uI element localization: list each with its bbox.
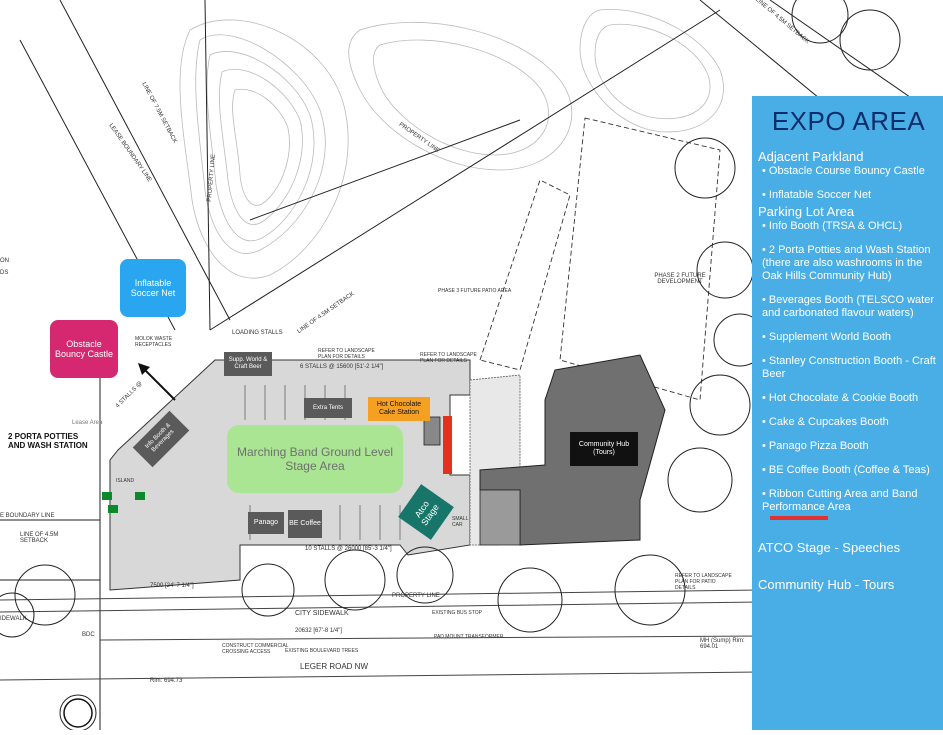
sidewalk-left-label: IDEWALK bbox=[0, 616, 27, 622]
hatched-box bbox=[423, 416, 441, 446]
extra-tents-callout: Extra Tents bbox=[304, 398, 352, 418]
legend-item: • Ribbon Cutting Area and Band Performan… bbox=[762, 488, 918, 513]
lease-area-label: Lease Area bbox=[72, 420, 103, 426]
supplement-world-callout: Supp. World & Craft Beer bbox=[224, 352, 272, 376]
legend-item: • Supplement World Booth bbox=[762, 331, 891, 343]
dim-7500: 7500 [24'-7 1/4"] bbox=[150, 583, 194, 589]
callout-text: Hot Chocolate Cake Station bbox=[376, 401, 422, 416]
city-sidewalk-label: CITY SIDEWALK bbox=[295, 610, 349, 617]
hub-annex bbox=[479, 489, 521, 546]
community-hub-callout: Community Hub (Tours) bbox=[570, 432, 638, 466]
mh-label: MH (Sump) Rim: 694.01 bbox=[700, 638, 745, 650]
landscape-note-2: REFER TO LANDSCAPE PLAN FOR DETAILS bbox=[420, 352, 477, 364]
obstacle-castle-callout: Obstacle Bouncy Castle bbox=[50, 320, 118, 378]
porta-potties-label: 2 PORTA POTTIES AND WASH STATION bbox=[8, 432, 88, 450]
section-heading: Parking Lot Area bbox=[758, 204, 855, 219]
bdc-label: BDC bbox=[82, 632, 95, 638]
callout-text: Inflatable Soccer Net bbox=[130, 278, 176, 298]
legend-item: • Beverages Booth (TELSCO water and carb… bbox=[762, 294, 934, 319]
transformer-label: PAD MOUNT TRANSFORMER bbox=[434, 634, 504, 640]
small-car-label: SMALL CAR bbox=[452, 516, 469, 528]
callout-text: Supp. World & Craft Beer bbox=[228, 357, 268, 370]
map-edge-text-on: ON bbox=[0, 258, 9, 264]
legend-title: EXPO AREA bbox=[771, 106, 926, 136]
callout-text: Panago bbox=[253, 519, 279, 526]
property-line-bottom-label: PROPERTY LINE bbox=[392, 593, 440, 599]
construct-access-label: CONSTRUCT COMMERCIAL CROSSING ACCESS bbox=[222, 643, 289, 655]
hill-contours bbox=[179, 8, 724, 279]
green-marker bbox=[135, 492, 145, 500]
atco-stage-note: ATCO Stage - Speeches bbox=[758, 540, 901, 555]
community-hub-note: Community Hub - Tours bbox=[758, 577, 895, 592]
north-arrow bbox=[63, 698, 93, 728]
legend-item: • Stanley Construction Booth - Craft Bee… bbox=[762, 355, 936, 380]
stalls-top-label: 6 STALLS @ 15600 [51'-2 1/4"] bbox=[300, 364, 384, 370]
section-heading: Adjacent Parkland bbox=[758, 149, 864, 164]
callout-text: Extra Tents bbox=[313, 405, 343, 411]
boulevard-trees-label: EXISTING BOULEVARD TREES bbox=[285, 648, 359, 654]
island-label: ISLAND bbox=[116, 478, 135, 484]
callout-text: Obstacle Bouncy Castle bbox=[54, 339, 114, 359]
be-coffee-callout: BE Coffee bbox=[288, 510, 322, 538]
dim-20632: 20632 [67'-8 1/4"] bbox=[295, 628, 342, 634]
callout-text: Community Hub (Tours) bbox=[578, 441, 630, 456]
green-marker bbox=[108, 505, 118, 513]
hot-chocolate-callout: Hot Chocolate Cake Station bbox=[368, 397, 430, 421]
landscape-note-3: REFER TO LANDSCAPE PLAN FOR PATIO DETAIL… bbox=[675, 573, 732, 591]
loading-stalls-label: LOADING STALLS bbox=[232, 330, 283, 336]
legend-item: • 2 Porta Potties and Wash Station (ther… bbox=[762, 244, 931, 282]
molok-label: MOLOK WASTE RECEPTACLES bbox=[135, 336, 173, 348]
ribbon-legend-swatch bbox=[770, 516, 828, 520]
setback-45-left-label: LINE OF 4.5M SETBACK bbox=[20, 532, 59, 544]
lease-boundary-left-label: E BOUNDARY LINE bbox=[0, 513, 55, 519]
map-edge-text-ds: DS bbox=[0, 270, 9, 276]
inflatable-soccer-net-callout: Inflatable Soccer Net bbox=[120, 259, 186, 317]
bus-stop-label: EXISTING BUS STOP bbox=[432, 610, 482, 616]
leger-road-label: LEGER ROAD NW bbox=[300, 662, 369, 671]
callout-text: Marching Band Ground Level Stage Area bbox=[236, 445, 394, 473]
legend-item: • BE Coffee Booth (Coffee & Teas) bbox=[762, 464, 930, 476]
roads bbox=[0, 589, 761, 681]
legend-item: • Obstacle Course Bouncy Castle bbox=[762, 165, 925, 177]
stalls-bottom-label: 10 STALLS @ 26000 [85'-3 1/4"] bbox=[305, 546, 392, 552]
legend-item: • Inflatable Soccer Net bbox=[762, 189, 872, 201]
band-stage-area: Marching Band Ground Level Stage Area bbox=[227, 425, 403, 493]
callout-text: BE Coffee bbox=[289, 520, 321, 527]
panago-callout: Panago bbox=[248, 512, 284, 534]
phase3-label: PHASE 3 FUTURE PATIO AREA bbox=[438, 288, 512, 294]
direction-arrow bbox=[142, 367, 176, 401]
phase2-label: PHASE 2 FUTURE DEVELOPMENT bbox=[654, 273, 706, 285]
landscape-note-1: REFER TO LANDSCAPE PLAN FOR DETAILS bbox=[318, 348, 375, 360]
future-development-outline bbox=[479, 117, 721, 401]
legend-item: • Panago Pizza Booth bbox=[762, 440, 869, 452]
ribbon-cutting-marker bbox=[443, 416, 452, 474]
legend-item: • Info Booth (TRSA & OHCL) bbox=[762, 220, 903, 232]
expo-area-legend: EXPO AREA Adjacent Parkland • Obstacle C… bbox=[752, 96, 943, 730]
legend-item: • Cake & Cupcakes Booth bbox=[762, 416, 889, 428]
green-marker bbox=[102, 492, 112, 500]
rim-label: Rim: 694.73 bbox=[150, 678, 183, 684]
legend-item: • Hot Chocolate & Cookie Booth bbox=[762, 392, 919, 404]
